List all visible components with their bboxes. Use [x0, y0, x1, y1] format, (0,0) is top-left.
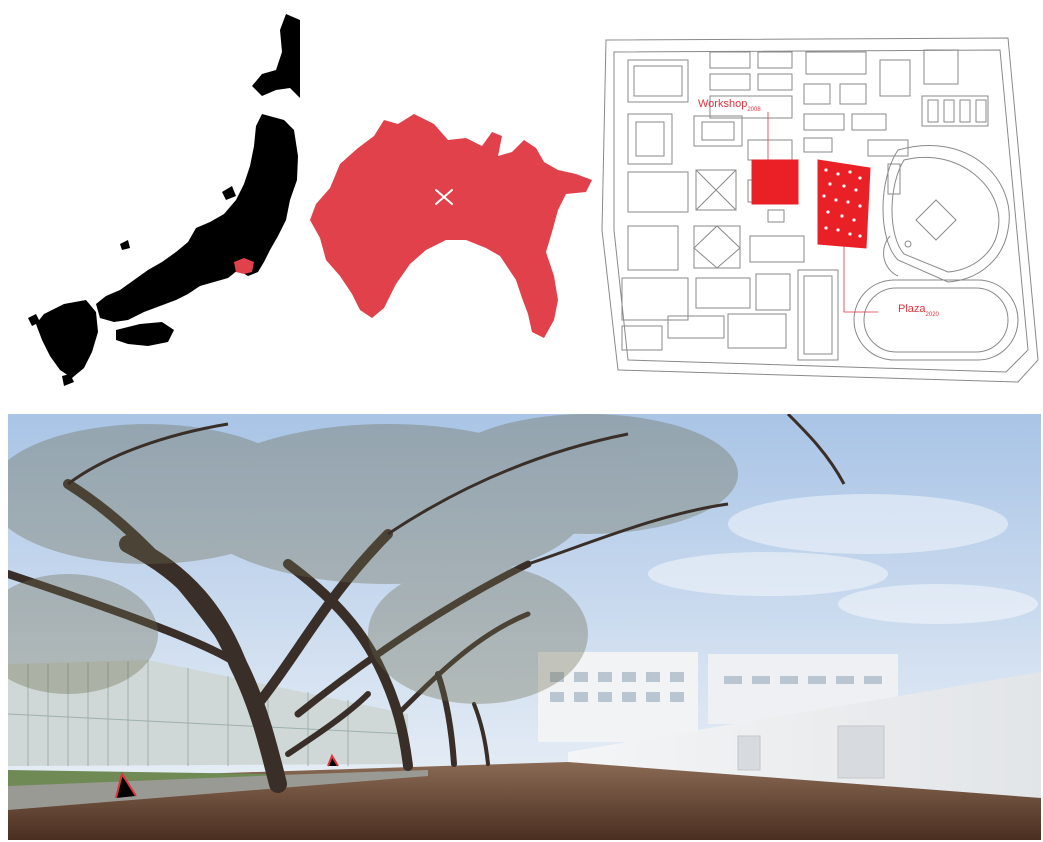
island — [222, 186, 236, 200]
island — [120, 240, 130, 250]
site-boundary — [601, 37, 1039, 383]
japan-map — [0, 0, 300, 400]
athletic-track — [853, 279, 1019, 361]
hokkaido-landmass — [252, 14, 300, 98]
kyushu-landmass — [36, 300, 98, 378]
tree-foliage — [8, 414, 738, 704]
honshu-landmass — [96, 114, 298, 322]
campus-location-marker — [435, 189, 453, 205]
road — [8, 770, 428, 810]
white-concrete-wall — [568, 672, 1041, 800]
plaza-label: Plaza2020 — [898, 303, 940, 318]
baseball-field — [882, 145, 1010, 283]
tree-branches-top — [67, 414, 846, 566]
cherry-trees — [8, 479, 532, 793]
kanagawa-shape — [310, 114, 592, 338]
plaza-leader-line — [843, 246, 878, 313]
campus-site-plan: Workshop2008 Plaza2020 — [598, 30, 1043, 390]
island — [28, 314, 40, 326]
campus-buildings — [621, 49, 989, 361]
wall-opening — [737, 735, 761, 771]
shikoku-landmass — [116, 322, 174, 346]
plaza-tree-dots — [822, 168, 862, 238]
plaza-area-highlight — [817, 159, 871, 249]
workshop-building-highlight — [751, 159, 799, 205]
clouds — [648, 494, 1038, 624]
campus-photo — [8, 414, 1041, 840]
red-barrier-markers — [115, 753, 339, 799]
kanagawa-highlight — [234, 258, 254, 274]
island — [62, 374, 74, 386]
wall-opening — [837, 725, 885, 779]
kanagawa-map — [296, 100, 598, 350]
workshop-label: Workshop2008 — [698, 98, 761, 113]
site-road — [613, 49, 1029, 373]
